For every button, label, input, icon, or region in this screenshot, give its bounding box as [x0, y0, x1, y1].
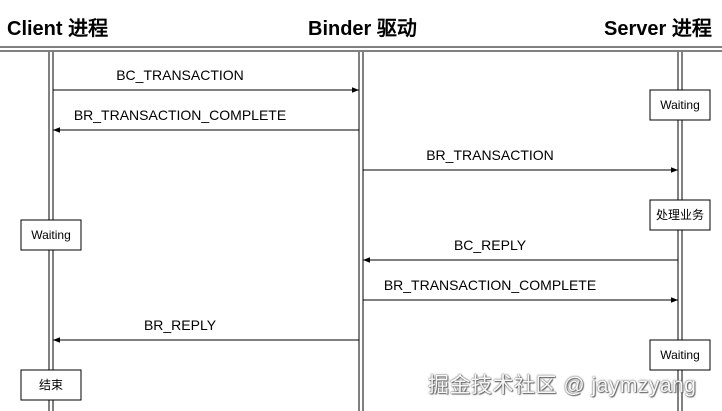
- message-label: BR_TRANSACTION: [426, 147, 554, 163]
- note-server-waiting-2: Waiting: [649, 339, 711, 371]
- lifeline-binder: [358, 52, 364, 411]
- participant-server: Server 进程: [604, 18, 712, 40]
- participant-client: Client 进程: [7, 18, 109, 40]
- watermark: 掘金技术社区 @ jaymzyang: [428, 374, 697, 397]
- message-br-transaction: BR_TRANSACTION: [363, 147, 678, 173]
- note-label: Waiting: [660, 98, 700, 112]
- message-bc-transaction: BC_TRANSACTION: [53, 67, 359, 93]
- message-label: BC_REPLY: [454, 237, 527, 253]
- note-label: 结束: [39, 378, 63, 392]
- note-label: Waiting: [660, 348, 700, 362]
- message-br-transaction-complete-2: BR_TRANSACTION_COMPLETE: [363, 277, 678, 303]
- note-server-processing: 处理业务: [649, 199, 711, 231]
- note-client-waiting: Waiting: [20, 219, 82, 251]
- note-label: Waiting: [31, 228, 71, 242]
- message-label: BR_REPLY: [144, 317, 217, 333]
- message-br-transaction-complete: BR_TRANSACTION_COMPLETE: [53, 107, 359, 133]
- participant-binder: Binder 驱动: [308, 18, 417, 40]
- note-label: 处理业务: [656, 207, 704, 222]
- message-label: BR_TRANSACTION_COMPLETE: [74, 107, 286, 123]
- note-client-end: 结束: [20, 369, 82, 401]
- message-br-reply: BR_REPLY: [53, 317, 359, 343]
- note-server-waiting: Waiting: [649, 89, 711, 121]
- message-label: BR_TRANSACTION_COMPLETE: [384, 277, 596, 293]
- message-label: BC_TRANSACTION: [116, 67, 244, 83]
- message-bc-reply: BC_REPLY: [363, 237, 678, 263]
